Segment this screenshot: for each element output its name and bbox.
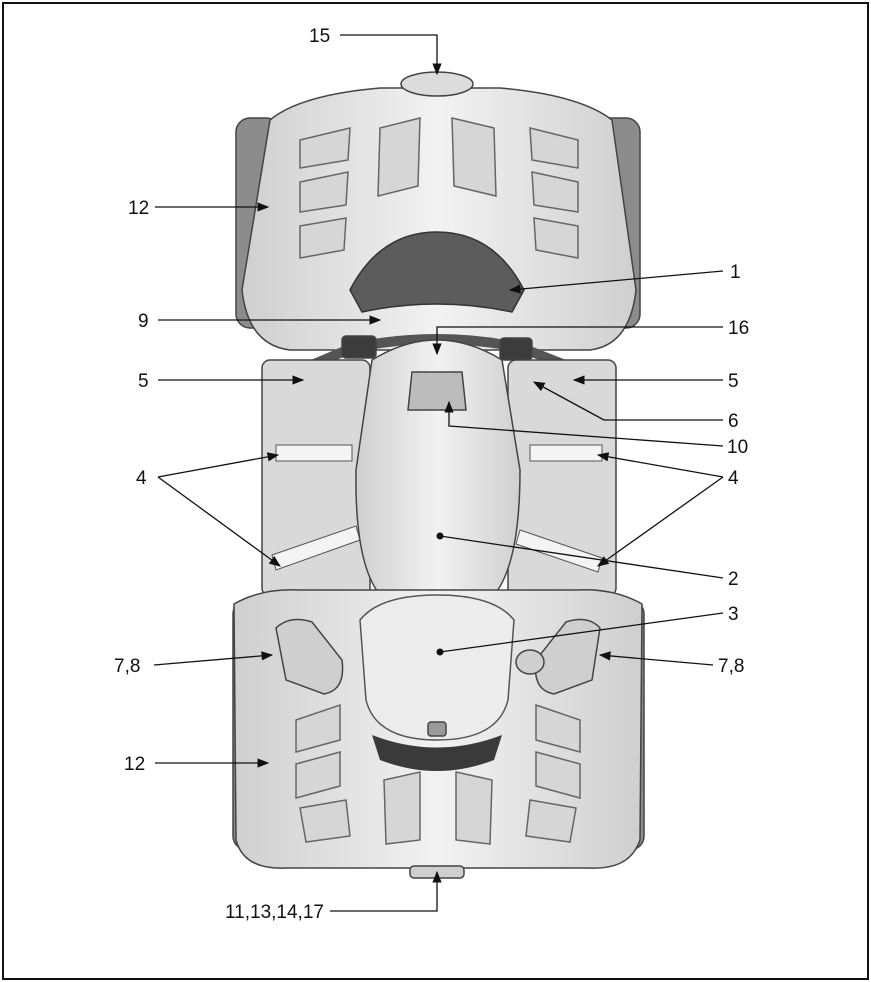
callout-10: 10: [727, 437, 748, 458]
front-fender: [242, 88, 636, 350]
callout-78-left: 7,8: [114, 656, 140, 677]
front-nose: [401, 72, 473, 96]
callout-5-left: 5: [138, 371, 149, 392]
callout-6: 6: [728, 411, 739, 432]
callout-16: 16: [728, 318, 749, 339]
seat: [360, 595, 514, 740]
right-grip: [500, 338, 532, 360]
leader-4-left-a: [158, 455, 278, 477]
tank-cap-area: [408, 372, 466, 410]
callout-2: 2: [728, 569, 739, 590]
callout-9: 9: [138, 311, 149, 332]
dot-3: [437, 649, 444, 656]
callout-78-right: 7,8: [718, 656, 744, 677]
left-grip: [342, 336, 376, 358]
callout-12-top: 12: [128, 198, 149, 219]
callout-15: 15: [309, 26, 330, 47]
dot-2: [437, 533, 444, 540]
callout-bottom: 11,13,14,17: [225, 902, 324, 923]
leader-15: [340, 35, 437, 74]
left-front-label: [276, 445, 352, 461]
callout-12-bottom: 12: [124, 754, 145, 775]
callout-5-right: 5: [728, 371, 739, 392]
right-front-label: [530, 445, 602, 461]
callout-3: 3: [728, 604, 739, 625]
rear-cap: [516, 650, 544, 674]
seat-latch: [428, 722, 446, 736]
callout-4-left: 4: [136, 468, 147, 489]
callout-4-right: 4: [728, 468, 739, 489]
callout-1: 1: [730, 262, 741, 283]
atv-illustration: [233, 72, 644, 878]
